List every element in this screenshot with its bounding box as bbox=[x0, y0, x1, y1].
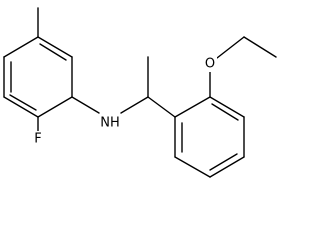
oxygen-atom: O bbox=[203, 56, 217, 72]
bond-ring-a-1 bbox=[37, 36, 73, 58]
double-bond-ring-b-top-right bbox=[211, 103, 239, 121]
bond-ring-a-6 bbox=[3, 36, 39, 58]
fluorine-label: F bbox=[34, 132, 41, 147]
double-bond-ring-a-bottom bbox=[9, 94, 37, 111]
nitrogen-atom: NH bbox=[99, 115, 121, 131]
bond-ring-a-4 bbox=[3, 96, 39, 118]
oxygen-label: O bbox=[205, 57, 215, 72]
bond-ring-b-1 bbox=[174, 96, 211, 118]
oxygen-to-ethyl-bond bbox=[216, 36, 245, 59]
bond-ring-b-5 bbox=[174, 156, 211, 178]
bond-ring-b-4 bbox=[209, 156, 245, 178]
ch-to-ring-bond bbox=[147, 96, 176, 118]
double-bond-ring-b-bottom-right bbox=[209, 153, 238, 171]
ethyl-cc-bond bbox=[243, 36, 277, 58]
oxygen-label-mask bbox=[203, 56, 217, 72]
nitrogen-label-mask bbox=[99, 115, 121, 131]
chemical-structure-diagram: NH F O bbox=[3, 7, 277, 178]
nh-to-ch-bond bbox=[120, 96, 149, 114]
fluorine-atom: F bbox=[32, 131, 44, 147]
ring-to-nh-bond bbox=[71, 96, 100, 114]
bond-ring-a-3 bbox=[37, 96, 73, 118]
nitrogen-label: NH bbox=[100, 116, 120, 131]
bond-ring-b-2 bbox=[209, 96, 245, 118]
right-benzene-ring bbox=[174, 96, 245, 178]
left-benzene-ring bbox=[3, 36, 73, 118]
double-bond-ring-a-top-right bbox=[39, 43, 67, 61]
fluorine-label-mask bbox=[32, 131, 44, 147]
